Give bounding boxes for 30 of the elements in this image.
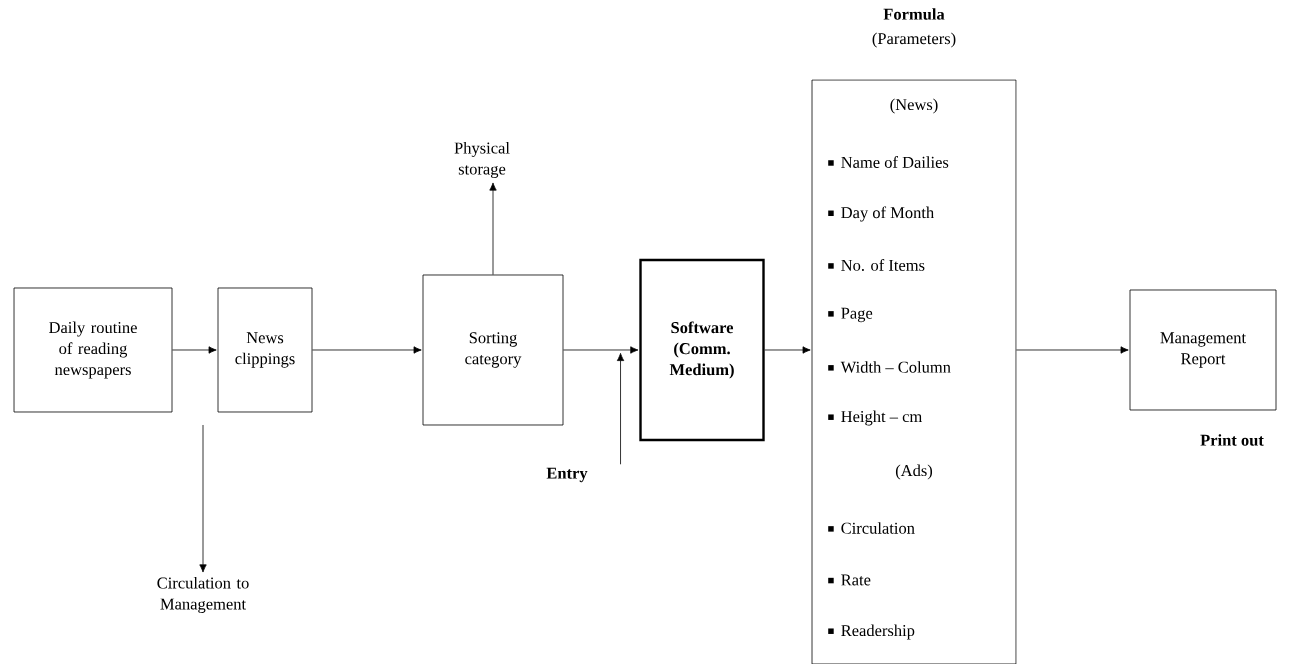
process-box: Management Report [1129, 289, 1277, 411]
process-box: Daily routine of reading newspapers [13, 287, 173, 413]
text-label: Print out [1200, 434, 1264, 446]
bullet-item: Day of Month [828, 206, 934, 222]
text-label: Entry [546, 467, 588, 483]
subheading: (News) [890, 98, 938, 114]
arrow [172, 346, 217, 354]
bullet-item: Readership [828, 624, 915, 640]
heading: Formula [883, 8, 945, 20]
arrow [489, 182, 497, 275]
process-box: News clippings [217, 287, 313, 413]
text-label: Circulation to Management [157, 577, 249, 613]
bullet-item: Width – Column [828, 361, 951, 373]
bullet-item: Height – cm [828, 410, 922, 426]
text-label: Physical storage [454, 142, 510, 178]
bullet-item: Name of Dailies [828, 156, 949, 168]
arrow [616, 353, 625, 465]
arrow [199, 424, 207, 573]
arrow [312, 346, 422, 354]
process-box: Sorting category [422, 274, 564, 426]
subheading: (Parameters) [872, 32, 956, 48]
arrow [1016, 346, 1129, 354]
subheading: (Ads) [895, 464, 933, 480]
bullet-item: Page [828, 307, 873, 323]
arrow [563, 346, 639, 354]
bullet-item: Rate [828, 574, 871, 586]
arrow [764, 346, 811, 354]
bullet-item: Circulation [828, 522, 915, 534]
bullet-item: No. of Items [828, 259, 925, 271]
process-box: Software (Comm. Medium) [639, 258, 765, 442]
